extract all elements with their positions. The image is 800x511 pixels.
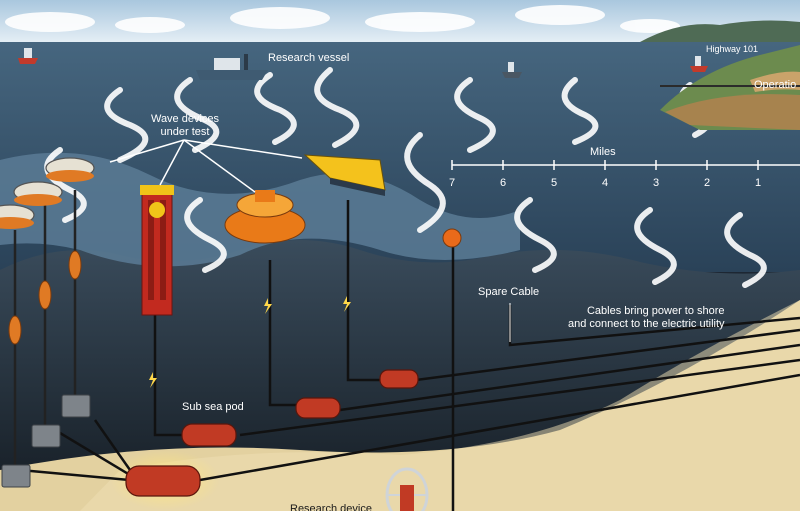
foam-ribbons bbox=[44, 67, 767, 288]
wave-devices-label: Wave devices under test bbox=[145, 113, 225, 139]
cables-label-line1: Cables bring power to shore bbox=[586, 305, 725, 317]
research-device-label: Research device bbox=[290, 503, 372, 511]
buoy-moorings bbox=[13, 190, 77, 465]
spare-cable-label: Spare Cable bbox=[478, 286, 540, 298]
sub-sea-pods bbox=[125, 369, 419, 497]
scale-tick-6: 6 bbox=[499, 177, 507, 189]
mooring-floats bbox=[8, 250, 82, 345]
sub-sea-pod-label: Sub sea pod bbox=[182, 401, 244, 413]
wave-devices-label-line1: Wave devices bbox=[150, 113, 220, 125]
miles-label: Miles bbox=[590, 146, 616, 158]
cliff-strata bbox=[665, 94, 800, 130]
highway-label: Highway 101 bbox=[706, 44, 759, 54]
spare-cable-buoy bbox=[442, 228, 462, 248]
yellow-attenuator bbox=[303, 154, 386, 196]
anchor-blocks bbox=[1, 394, 91, 488]
power-cables bbox=[19, 200, 800, 511]
surface-buoys bbox=[0, 157, 95, 229]
operations-label: Operatio bbox=[754, 79, 797, 91]
wave-devices-label-line2: under test bbox=[160, 126, 210, 138]
wave-devices-leaders bbox=[109, 139, 303, 193]
scale-tick-3: 3 bbox=[652, 177, 660, 189]
scale-tick-5: 5 bbox=[550, 177, 558, 189]
cables-label: Cables bring power to shore and connect … bbox=[568, 305, 725, 331]
cables-label-line2: and connect to the electric utility bbox=[568, 318, 725, 330]
scale-tick-1: 1 bbox=[754, 177, 762, 189]
fishing-boat-left bbox=[18, 48, 38, 64]
clouds bbox=[5, 5, 680, 33]
scale-tick-7: 7 bbox=[448, 177, 456, 189]
miles-scale bbox=[451, 160, 800, 170]
distant-hills bbox=[640, 20, 800, 42]
lightning-icons bbox=[149, 296, 351, 388]
fishing-boat-right bbox=[690, 56, 708, 72]
research-device bbox=[385, 467, 429, 511]
research-vessel-label: Research vessel bbox=[268, 52, 350, 64]
scale-tick-4: 4 bbox=[601, 177, 609, 189]
red-column-device bbox=[140, 185, 174, 316]
research-vessel-boat bbox=[196, 54, 268, 80]
orange-point-absorber bbox=[224, 190, 306, 244]
fishing-boat-center bbox=[502, 62, 522, 78]
seabed-highlight bbox=[80, 300, 800, 511]
scale-tick-2: 2 bbox=[703, 177, 711, 189]
